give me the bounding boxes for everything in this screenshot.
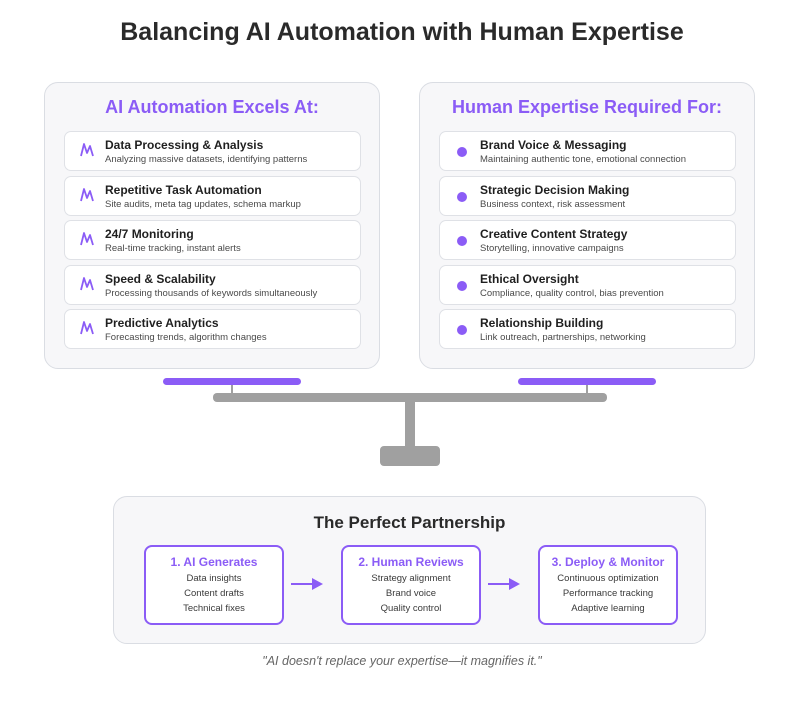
human-panel-title: Human Expertise Required For: (451, 97, 723, 117)
step-line: Continuous optimization (557, 573, 659, 584)
human-item: Ethical Oversight Compliance, quality co… (439, 265, 736, 305)
step-line: Content drafts (184, 588, 244, 599)
ai-item-desc: Processing thousands of keywords simulta… (105, 288, 318, 299)
step-line: Strategy alignment (371, 573, 451, 584)
human-item: Strategic Decision Making Business conte… (439, 176, 736, 216)
partnership-panel: The Perfect Partnership 1. AI Generates … (113, 496, 706, 644)
ai-item-desc: Real-time tracking, instant alerts (105, 243, 241, 254)
human-item: Brand Voice & Messaging Maintaining auth… (439, 131, 736, 171)
human-item-name: Creative Content Strategy (480, 227, 628, 241)
step-human-reviews: 2. Human Reviews Strategy alignment Bran… (341, 545, 481, 625)
dot-icon (457, 192, 467, 202)
scale-beam (213, 393, 607, 402)
scale-left-pan (163, 378, 301, 385)
dot-icon (457, 325, 467, 335)
ai-item-name: 24/7 Monitoring (105, 227, 194, 241)
human-item-desc: Storytelling, innovative campaigns (480, 243, 624, 254)
scale-left-stem (231, 385, 233, 393)
human-item-name: Brand Voice & Messaging (480, 138, 627, 152)
lightning-icon (80, 188, 94, 202)
step-line: Brand voice (385, 588, 437, 599)
step-ai-generates: 1. AI Generates Data insights Content dr… (144, 545, 284, 625)
scale-right-stem (586, 385, 588, 393)
dot-icon (457, 147, 467, 157)
step-title: 2. Human Reviews (358, 555, 464, 569)
arrow-right-icon (291, 578, 323, 590)
human-item-desc: Maintaining authentic tone, emotional co… (480, 154, 686, 165)
step-line: Performance tracking (562, 588, 654, 599)
step-title: 1. AI Generates (170, 555, 258, 569)
step-line: Technical fixes (183, 603, 245, 614)
scale-post (405, 402, 415, 448)
human-item-desc: Business context, risk assessment (480, 199, 626, 210)
ai-item: Data Processing & Analysis Analyzing mas… (64, 131, 361, 171)
partnership-title: The Perfect Partnership (313, 513, 506, 532)
human-item: Creative Content Strategy Storytelling, … (439, 220, 736, 260)
ai-item-name: Data Processing & Analysis (105, 138, 264, 152)
human-item-name: Relationship Building (480, 316, 604, 330)
lightning-icon (80, 232, 94, 246)
step-line: Adaptive learning (571, 603, 645, 614)
human-expertise-panel: Human Expertise Required For: Brand Voic… (419, 82, 755, 369)
ai-item-desc: Site audits, meta tag updates, schema ma… (105, 199, 301, 210)
ai-item: Speed & Scalability Processing thousands… (64, 265, 361, 305)
ai-item-name: Speed & Scalability (105, 272, 216, 286)
page-title: Balancing AI Automation with Human Exper… (120, 18, 684, 46)
human-item-name: Ethical Oversight (480, 272, 579, 286)
step-deploy-monitor: 3. Deploy & Monitor Continuous optimizat… (538, 545, 678, 625)
closing-quote: "AI doesn't replace your expertise—it ma… (262, 654, 542, 668)
ai-panel-title: AI Automation Excels At: (105, 97, 319, 117)
ai-automation-panel: AI Automation Excels At: Data Processing… (44, 82, 380, 369)
ai-item-name: Repetitive Task Automation (105, 183, 262, 197)
human-item-name: Strategic Decision Making (480, 183, 630, 197)
step-line: Quality control (380, 603, 442, 614)
human-item-desc: Compliance, quality control, bias preven… (480, 288, 664, 299)
ai-item-desc: Analyzing massive datasets, identifying … (105, 154, 308, 165)
dot-icon (457, 236, 467, 246)
ai-item: 24/7 Monitoring Real-time tracking, inst… (64, 220, 361, 260)
lightning-icon (80, 143, 94, 157)
ai-item-name: Predictive Analytics (105, 316, 219, 330)
step-line: Data insights (186, 573, 242, 584)
step-title: 3. Deploy & Monitor (551, 555, 665, 569)
lightning-icon (80, 321, 94, 335)
scale-right-pan (518, 378, 656, 385)
ai-item: Predictive Analytics Forecasting trends,… (64, 309, 361, 349)
scale-base (380, 446, 440, 466)
human-item: Relationship Building Link outreach, par… (439, 309, 736, 349)
dot-icon (457, 281, 467, 291)
ai-item: Repetitive Task Automation Site audits, … (64, 176, 361, 216)
lightning-icon (80, 277, 94, 291)
human-item-desc: Link outreach, partnerships, networking (480, 332, 646, 343)
arrow-right-icon (488, 578, 520, 590)
ai-item-desc: Forecasting trends, algorithm changes (105, 332, 267, 343)
